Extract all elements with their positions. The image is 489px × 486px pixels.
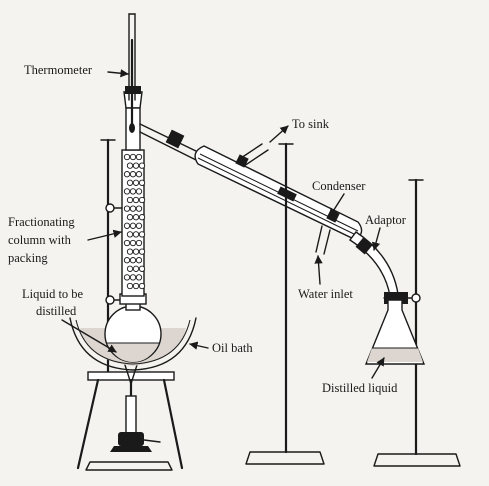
packing-bead — [129, 222, 137, 229]
condenser — [194, 143, 363, 255]
packing-bead — [132, 162, 140, 169]
column-clamp — [105, 203, 123, 213]
label-to-sink: To sink — [269, 117, 330, 143]
packing-bead — [123, 171, 131, 178]
label-water-inlet: Water inlet — [298, 255, 353, 301]
packing-bead — [132, 179, 140, 186]
packing-bead — [129, 171, 137, 178]
packing-bead — [135, 153, 143, 161]
packing-bead — [138, 162, 146, 169]
packing-bead — [129, 274, 137, 281]
adaptor — [348, 231, 399, 297]
packing-bead — [123, 222, 131, 229]
thermometer — [125, 13, 141, 133]
round-bottom-flask — [104, 295, 162, 363]
packing-bead — [135, 274, 143, 281]
packing-bead — [123, 239, 131, 247]
packing-bead — [135, 171, 143, 178]
column-packing — [123, 153, 146, 290]
label-adaptor: Adaptor — [365, 213, 407, 251]
condenser-label: Condenser — [312, 179, 366, 193]
packing-bead — [138, 231, 146, 238]
packing-bead — [129, 239, 137, 247]
label-distilled-liquid: Distilled liquid — [322, 357, 398, 395]
packing-bead — [138, 214, 146, 221]
tripod-stand — [76, 371, 184, 470]
label-liquid-to-be-distilled: Liquid to be distilled — [22, 287, 117, 353]
fractionating-label-line3: packing — [8, 251, 48, 265]
label-thermometer: Thermometer — [24, 63, 129, 78]
packing-bead — [138, 265, 146, 272]
distilled-liquid-label: Distilled liquid — [322, 381, 398, 395]
packing-bead — [135, 239, 143, 247]
packing-bead — [126, 179, 134, 186]
packing-bead — [138, 248, 146, 255]
fractionating-label-line1: Fractionating — [8, 215, 75, 229]
adaptor-label: Adaptor — [365, 213, 407, 227]
packing-bead — [135, 257, 143, 264]
oil-bath-label: Oil bath — [212, 341, 253, 355]
packing-bead — [132, 196, 140, 204]
packing-bead — [132, 231, 140, 238]
packing-bead — [135, 188, 143, 195]
packing-bead — [126, 265, 134, 272]
packing-bead — [138, 196, 146, 204]
packing-bead — [132, 214, 140, 221]
packing-bead — [129, 188, 137, 195]
liquid-label-line2: distilled — [36, 304, 77, 318]
packing-bead — [123, 205, 131, 212]
packing-bead — [123, 188, 131, 195]
side-arm — [139, 123, 199, 161]
packing-bead — [132, 282, 140, 290]
packing-bead — [138, 179, 146, 186]
packing-bead — [126, 196, 134, 204]
packing-bead — [126, 282, 134, 290]
packing-bead — [126, 231, 134, 238]
thermometer-label: Thermometer — [24, 63, 93, 77]
burner — [110, 361, 161, 452]
packing-bead — [123, 153, 131, 161]
packing-bead — [126, 248, 134, 255]
fractionating-column — [121, 91, 146, 297]
water-inlet-label: Water inlet — [298, 287, 353, 301]
packing-bead — [126, 214, 134, 221]
label-condenser: Condenser — [312, 179, 366, 217]
packing-bead — [123, 257, 131, 264]
left-base-plate — [85, 461, 173, 471]
label-oil-bath: Oil bath — [189, 341, 253, 355]
packing-bead — [123, 274, 131, 281]
packing-bead — [132, 248, 140, 255]
packing-bead — [135, 222, 143, 229]
packing-bead — [135, 205, 143, 212]
middle-retort-stand — [245, 142, 325, 465]
fractionating-label-line2: column with — [8, 233, 72, 247]
liquid-label-line1: Liquid to be — [22, 287, 84, 301]
packing-bead — [126, 162, 134, 169]
to-sink-label: To sink — [292, 117, 330, 131]
packing-bead — [132, 265, 140, 272]
packing-bead — [138, 282, 146, 290]
packing-bead — [129, 153, 137, 161]
packing-bead — [129, 205, 137, 212]
label-fractionating-column: Fractionating column with packing — [8, 215, 122, 265]
packing-bead — [129, 257, 137, 264]
